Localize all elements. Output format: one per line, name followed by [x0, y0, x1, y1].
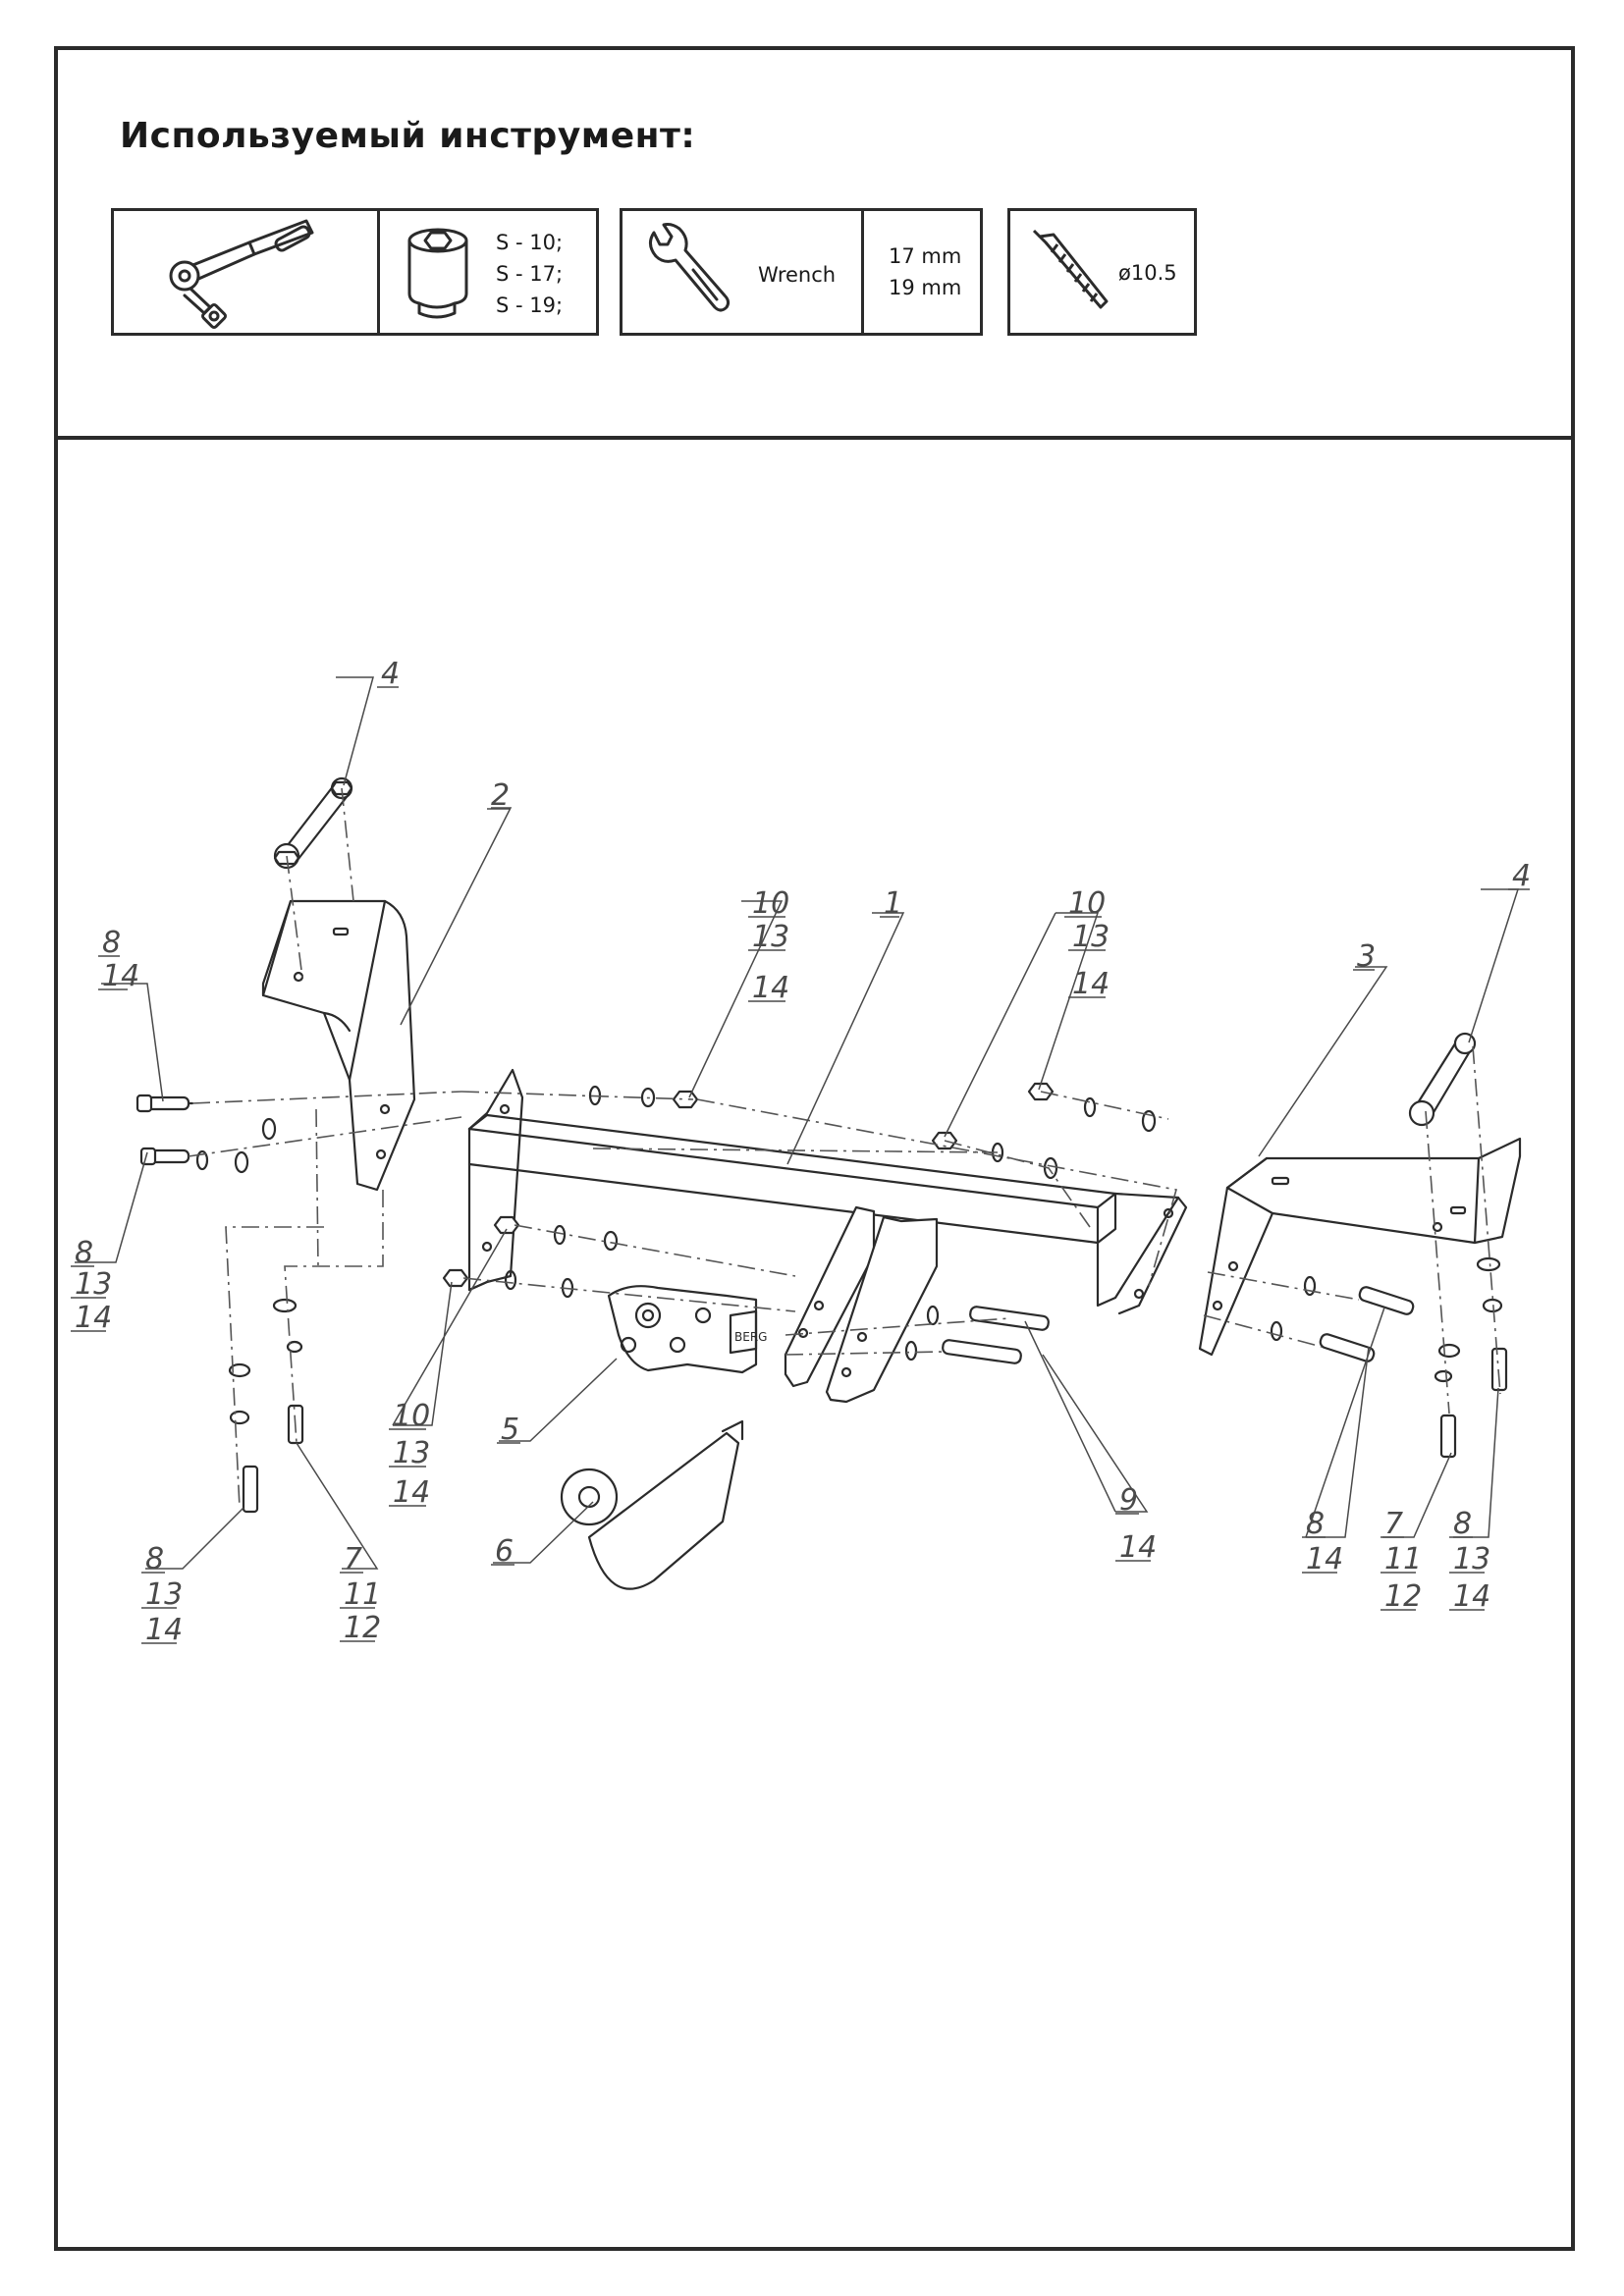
wrench-label: Wrench — [758, 263, 837, 287]
svg-text:1: 1 — [884, 886, 902, 921]
callout-5: 5 — [501, 1413, 519, 1447]
callout-4-right: 4 — [1512, 859, 1531, 893]
crossbar-main — [467, 1068, 1188, 1404]
wrench-size-17: 17 mm — [889, 244, 962, 268]
svg-text:14: 14 — [393, 1475, 430, 1510]
socket-icon — [407, 228, 468, 319]
svg-text:14: 14 — [1453, 1579, 1490, 1614]
svg-text:8: 8 — [102, 926, 121, 960]
svg-text:10: 10 — [752, 886, 789, 921]
callout-8-right-b: 8 13 14 — [1453, 1507, 1490, 1614]
callout-7-left: 7 11 12 — [344, 1542, 381, 1645]
drill-bit-icon — [1032, 229, 1109, 309]
wrench-sizes: 17 mm 19 mm — [889, 240, 961, 303]
svg-text:14: 14 — [1119, 1530, 1157, 1565]
bracket-left — [261, 899, 416, 1192]
svg-text:14: 14 — [102, 959, 139, 993]
svg-text:14: 14 — [145, 1613, 183, 1647]
svg-text:10: 10 — [393, 1399, 430, 1433]
svg-text:14: 14 — [1306, 1542, 1343, 1576]
strap-plate-left — [273, 776, 353, 870]
svg-text:6: 6 — [495, 1534, 514, 1569]
callout-10-mid: 10 13 14 — [752, 886, 789, 1005]
callout-10-right: 10 13 14 — [1068, 886, 1110, 1001]
svg-text:12: 12 — [344, 1611, 381, 1645]
drill-tool-box: ø10.5 — [1007, 208, 1197, 336]
callout-3: 3 — [1357, 939, 1376, 974]
assembly-axes — [188, 787, 1501, 1509]
strap-plate-right — [1408, 1032, 1477, 1127]
svg-text:4: 4 — [1512, 859, 1531, 893]
callout-9: 9 14 — [1119, 1483, 1157, 1565]
ratchet-cell — [114, 211, 377, 333]
svg-text:7: 7 — [344, 1542, 362, 1576]
tow-ball — [560, 1419, 744, 1590]
ratchet-icon — [169, 219, 314, 329]
svg-text:13: 13 — [145, 1577, 183, 1612]
callout-4-left: 4 — [381, 657, 400, 691]
wrench-tool-box: Wrench 17 mm 19 mm — [620, 208, 983, 336]
hitch-plate: BERG — [607, 1285, 767, 1374]
svg-text:9: 9 — [1119, 1483, 1138, 1518]
svg-text:10: 10 — [1068, 886, 1106, 921]
callout-8-left-mid: 8 13 14 — [75, 1236, 112, 1335]
svg-text:11: 11 — [344, 1577, 381, 1612]
svg-text:11: 11 — [1384, 1542, 1422, 1576]
svg-text:12: 12 — [1384, 1579, 1422, 1614]
drill-size: ø10.5 — [1118, 261, 1177, 285]
svg-text:4: 4 — [381, 657, 400, 691]
svg-text:13: 13 — [75, 1267, 112, 1302]
svg-text:7: 7 — [1384, 1507, 1403, 1541]
bracket-right — [1198, 1137, 1522, 1357]
ratchet-socket-tool-box: S - 10; S - 17; S - 19; — [111, 208, 599, 336]
svg-text:13: 13 — [752, 920, 789, 954]
svg-text:8: 8 — [1453, 1507, 1472, 1541]
socket-cell: S - 10; S - 17; S - 19; — [377, 211, 602, 333]
wrench-icon — [649, 223, 731, 312]
svg-text:13: 13 — [1072, 920, 1110, 954]
page-title: Используемый инструмент: — [120, 116, 696, 156]
callout-labels: 4 2 8 14 8 13 14 10 13 14 1 10 13 14 3 4… — [75, 657, 1531, 1647]
svg-text:3: 3 — [1357, 939, 1376, 974]
svg-text:14: 14 — [75, 1301, 112, 1335]
svg-text:5: 5 — [501, 1413, 519, 1447]
socket-size-10: S - 10; — [496, 231, 564, 254]
socket-size-17: S - 17; — [496, 262, 564, 286]
svg-text:13: 13 — [393, 1436, 430, 1470]
wrench-cell: Wrench — [623, 211, 861, 333]
socket-size-19: S - 19; — [496, 294, 564, 317]
callout-8-right-a: 8 14 — [1306, 1507, 1343, 1576]
svg-text:13: 13 — [1453, 1542, 1490, 1576]
svg-text:14: 14 — [752, 971, 789, 1005]
callout-6: 6 — [495, 1534, 514, 1569]
callout-8-left-top: 8 14 — [102, 926, 139, 993]
svg-text:14: 14 — [1072, 967, 1110, 1001]
callout-10-low: 10 13 14 — [393, 1399, 430, 1510]
callout-8-left-bottom: 8 13 14 — [145, 1542, 183, 1647]
callout-7-right: 7 11 12 — [1384, 1507, 1422, 1614]
brand-label: BERG — [734, 1330, 767, 1344]
callout-underlines — [71, 686, 1530, 1644]
socket-sizes: S - 10; S - 17; S - 19; — [496, 227, 563, 321]
svg-text:8: 8 — [1306, 1507, 1325, 1541]
callout-1: 1 — [884, 886, 902, 921]
wrench-size-19: 19 mm — [889, 276, 962, 299]
svg-text:8: 8 — [145, 1542, 164, 1576]
svg-text:2: 2 — [491, 778, 510, 813]
drawing-panel-frame — [54, 436, 1575, 2251]
fasteners — [135, 1082, 1508, 1514]
svg-text:8: 8 — [75, 1236, 93, 1270]
callout-2: 2 — [491, 778, 510, 813]
wrench-sizes-cell: 17 mm 19 mm — [861, 211, 986, 333]
